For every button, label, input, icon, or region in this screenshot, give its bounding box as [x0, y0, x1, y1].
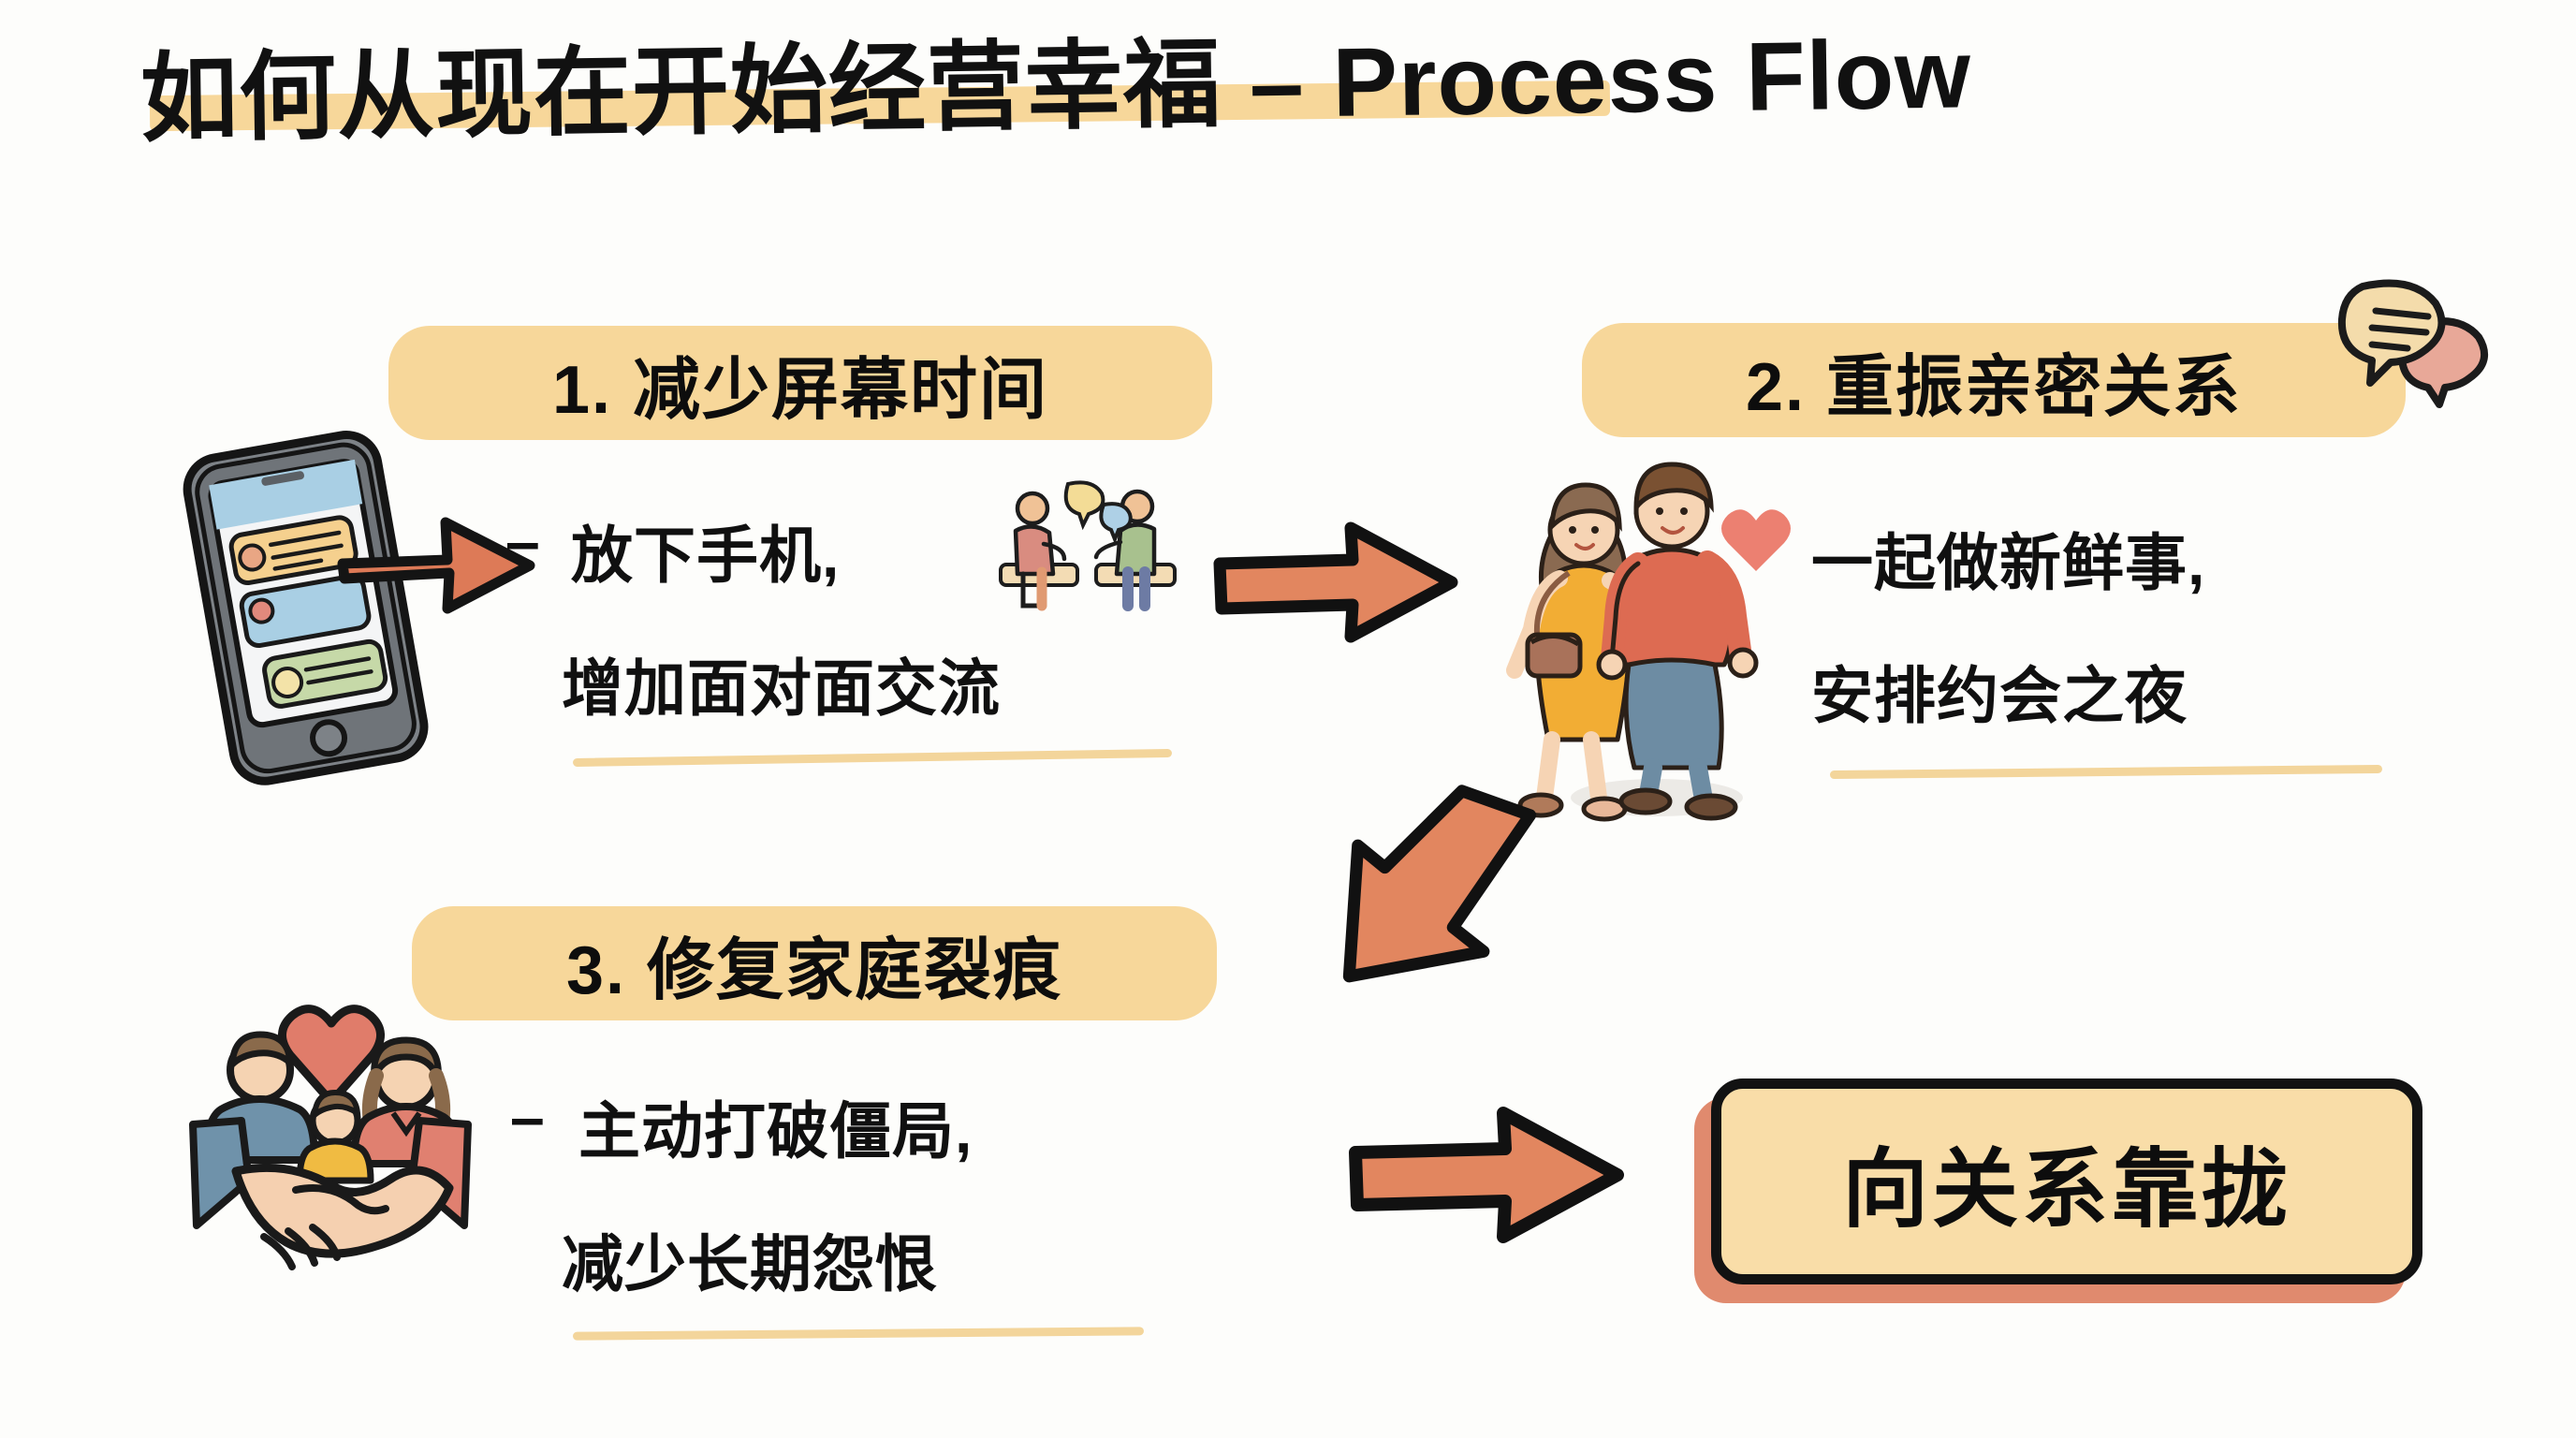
outcome-box[interactable]: 向关系靠拢 — [1711, 1078, 2422, 1284]
step-2-body-line-1: 一起做新鲜事, — [1811, 528, 2206, 597]
page-title-text: 如何从现在开始经营幸福 – Process Flow — [139, 20, 1972, 154]
step-1-heading-text: 1. 减少屏幕时间 — [551, 352, 1049, 428]
step-3-underline — [572, 1327, 1145, 1341]
page-title: 如何从现在开始经营幸福 – Process Flow — [139, 20, 2406, 154]
step-1-body-line-2: 增加面对面交流 — [562, 653, 1001, 723]
step-3-heading-pill: 3. 修复家庭裂痕 — [412, 906, 1217, 1020]
step-2-body-line-2: 安排约会之夜 — [1811, 661, 2188, 730]
smartphone-chat-icon — [164, 421, 473, 786]
two-people-talking-icon — [988, 480, 1189, 623]
step-3-body-line-1: 主动打破僵局, — [578, 1096, 973, 1166]
arrow-step2-to-step3 — [1236, 785, 1544, 1011]
step-2-heading-pill: 2. 重振亲密关系 — [1582, 323, 2406, 437]
step-1-bullet-mark: – — [505, 506, 541, 576]
step-1-underline — [572, 748, 1173, 768]
step-1-body-line-1: 放下手机, — [571, 521, 841, 590]
step-2-underline — [1829, 764, 2383, 780]
step-2-heading-text: 2. 重振亲密关系 — [1745, 349, 2243, 425]
arrow-phone-to-step1-text — [337, 506, 543, 627]
step-3-body-line-2: 减少长期怨恨 — [562, 1229, 938, 1299]
step-1-heading-pill: 1. 减少屏幕时间 — [388, 326, 1212, 440]
family-handshake-icon — [167, 1005, 494, 1306]
arrow-step3-to-outcome — [1348, 1100, 1633, 1250]
outcome-label: 向关系靠拢 — [1841, 1141, 2291, 1238]
speech-bubbles-icon — [2331, 279, 2518, 449]
step-3-heading-text: 3. 修复家庭裂痕 — [565, 932, 1063, 1008]
arrow-step1-to-step2 — [1212, 517, 1465, 653]
couple-walking-icon — [1498, 440, 1797, 824]
step-3-bullet-mark: – — [510, 1082, 546, 1152]
